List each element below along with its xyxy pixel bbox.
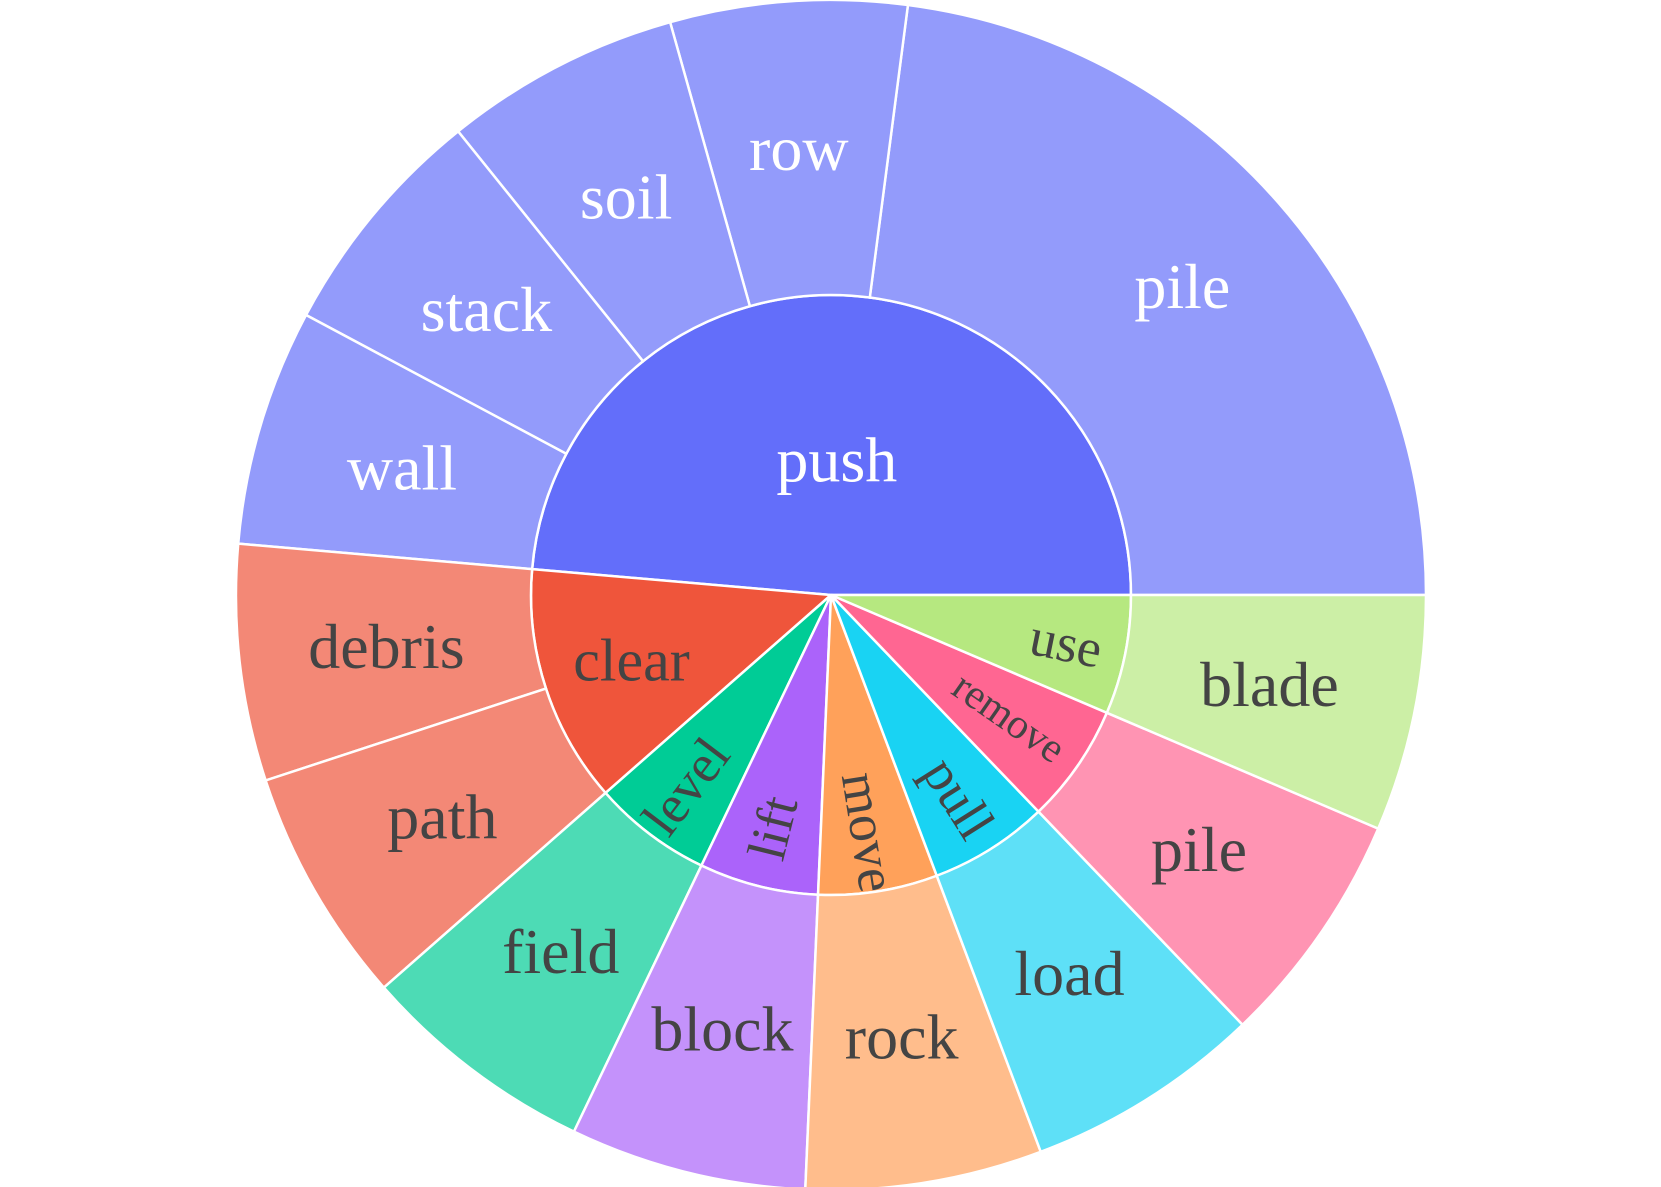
inner-label-lift: lift — [736, 790, 809, 866]
outer-label-use-blade: blade — [1200, 649, 1339, 720]
inner-label-push: push — [776, 425, 897, 496]
outer-label-remove-pile: pile — [1151, 814, 1247, 885]
outer-label-lift-block: block — [651, 994, 793, 1065]
inner-label-clear: clear — [573, 627, 690, 693]
outer-label-clear-debris: debris — [308, 611, 464, 682]
sunburst-slices — [234, 0, 1428, 1187]
outer-label-push-wall: wall — [347, 432, 457, 503]
outer-slice-lift-block[interactable] — [572, 863, 820, 1187]
outer-label-push-soil: soil — [580, 162, 672, 233]
outer-label-level-field: field — [502, 916, 619, 987]
outer-label-pull-load: load — [1014, 938, 1124, 1009]
outer-slice-push-pile[interactable] — [868, 3, 1428, 597]
outer-label-push-row: row — [749, 113, 849, 184]
outer-label-push-stack: stack — [421, 274, 553, 345]
outer-label-push-pile: pile — [1134, 251, 1230, 322]
outer-label-move-rock: rock — [845, 1001, 959, 1072]
outer-label-clear-path: path — [387, 781, 497, 852]
inner-label-use: use — [1025, 606, 1108, 679]
outer-slice-use-blade[interactable] — [1105, 593, 1428, 831]
